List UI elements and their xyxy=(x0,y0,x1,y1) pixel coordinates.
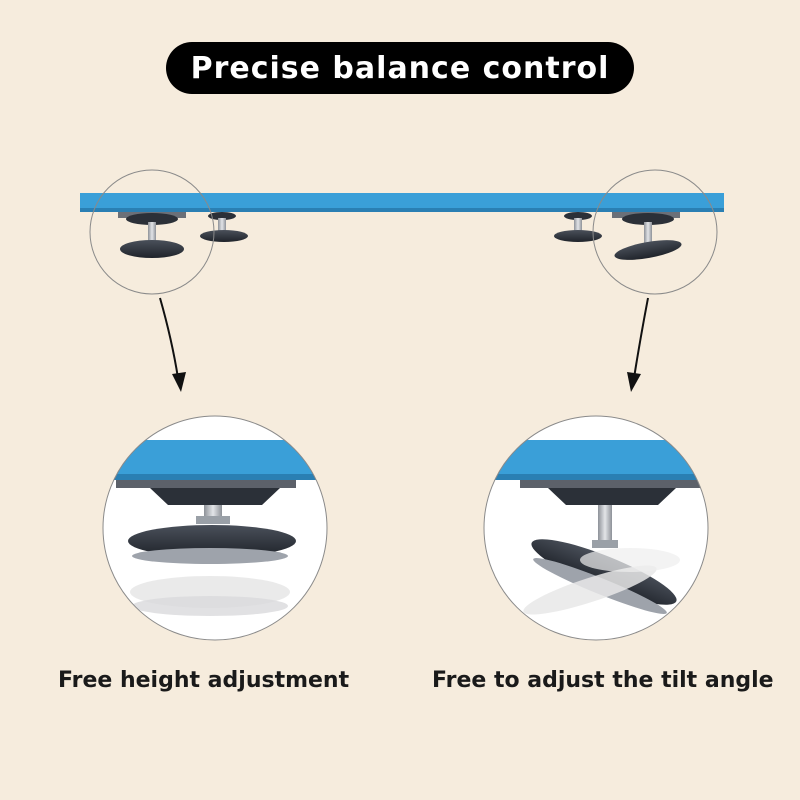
page-title: Precise balance control xyxy=(190,50,610,86)
arrow-down-icon xyxy=(159,297,186,392)
detail-height-adjustment xyxy=(102,415,328,641)
caption-tilt-angle: Free to adjust the tilt angle xyxy=(432,668,774,693)
zoom-circle-right xyxy=(592,169,718,295)
caption-height-adjustment: Free height adjustment xyxy=(58,668,350,693)
board-top xyxy=(80,193,724,212)
top-foot-left-outer xyxy=(118,212,186,258)
top-foot-right-outer xyxy=(612,212,682,260)
zoom-circle-left xyxy=(89,169,215,295)
title-banner: Precise balance control xyxy=(166,42,634,94)
detail-tilt-angle xyxy=(483,415,709,641)
top-foot-right-inner xyxy=(554,212,602,242)
arrow-down-icon xyxy=(627,297,649,392)
top-foot-left-inner xyxy=(200,212,248,242)
